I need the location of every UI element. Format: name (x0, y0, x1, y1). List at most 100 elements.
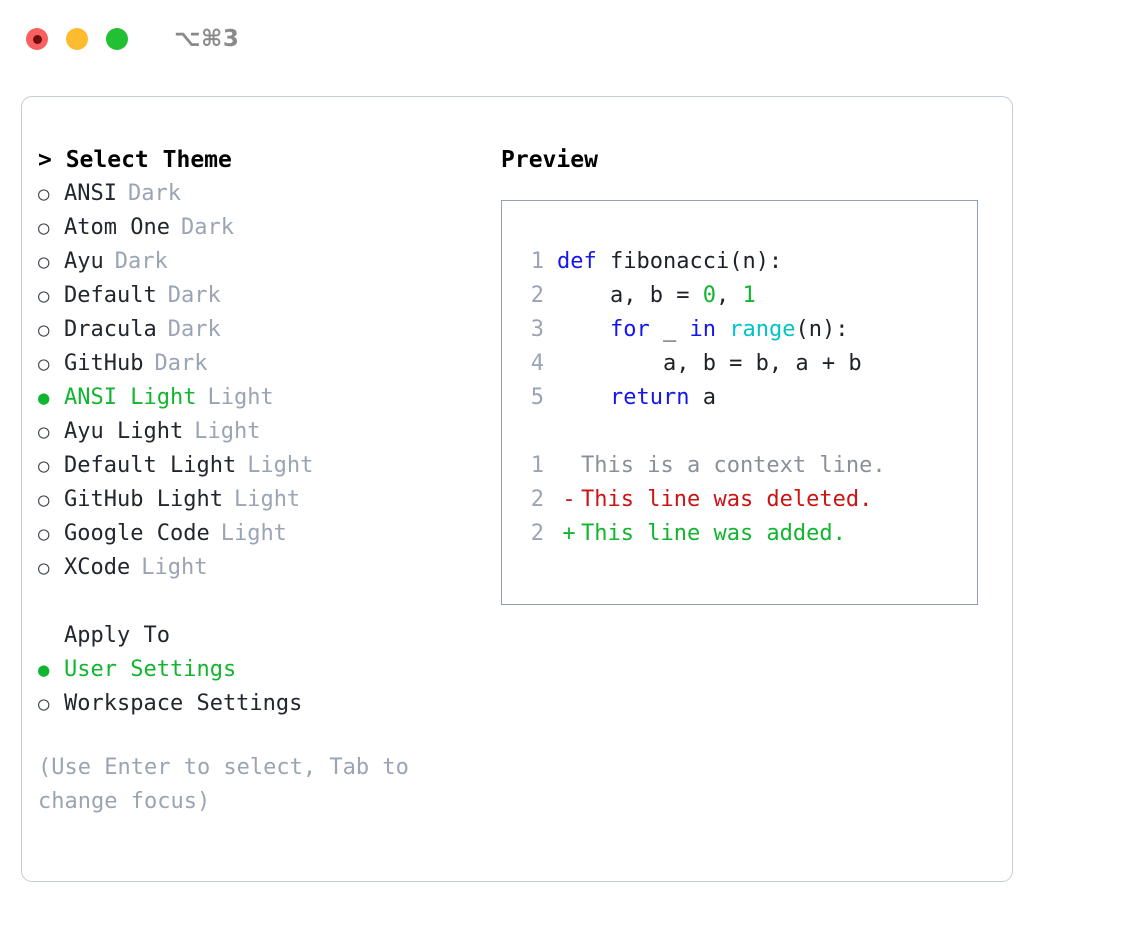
theme-option-tag: Dark (167, 283, 221, 308)
theme-option-ansi[interactable]: ○ ANSI Dark (38, 177, 488, 211)
theme-option-tag: Light (141, 555, 208, 580)
theme-option-xcode[interactable]: ○ XCode Light (38, 551, 488, 585)
radio-unselected-icon: ○ (38, 183, 50, 205)
theme-option-tag: Dark (114, 249, 168, 274)
code-line: 5 return a (516, 381, 977, 415)
maximize-button[interactable] (106, 28, 128, 50)
radio-selected-icon: ● (38, 659, 50, 681)
code-line-content: return a (557, 381, 716, 415)
theme-option-ayu[interactable]: ○ Ayu Dark (38, 245, 488, 279)
theme-option-label: GitHub (64, 351, 144, 376)
diff-marker: + (562, 521, 576, 546)
theme-option-tag: Light (247, 453, 314, 478)
theme-option-tag: Light (194, 419, 261, 444)
window-title: ⌥⌘3 (174, 26, 240, 52)
theme-option-dracula[interactable]: ○ Dracula Dark (38, 313, 488, 347)
radio-selected-icon: ● (38, 387, 50, 409)
close-button[interactable] (26, 28, 48, 50)
diff-line-text: This line was deleted. (581, 487, 873, 512)
theme-option-label: Dracula (64, 317, 157, 342)
theme-option-github-light[interactable]: ○ GitHub Light Light (38, 483, 488, 517)
radio-unselected-icon: ○ (38, 557, 50, 579)
theme-option-label: Ayu Light (64, 419, 184, 444)
theme-option-ayu-light[interactable]: ○ Ayu Light Light (38, 415, 488, 449)
radio-unselected-icon: ○ (38, 251, 50, 273)
diff-line-add: 2 +This line was added. (516, 517, 977, 551)
code-token: return (609, 385, 690, 410)
code-token: in (689, 317, 716, 342)
minimize-button[interactable] (66, 28, 88, 50)
diff-marker: - (562, 487, 576, 512)
code-token: , (715, 283, 743, 308)
code-token: a, b = b, a + b (557, 351, 862, 376)
theme-option-label: Ayu (64, 249, 104, 274)
code-line: 2 a, b = 0, 1 (516, 279, 977, 313)
code-token (557, 317, 610, 342)
diff-line-del: 2-This line was deleted. (516, 483, 977, 517)
list-spacer (38, 585, 488, 619)
code-token (716, 317, 729, 342)
diff-line-number: 1 (530, 453, 544, 478)
theme-option-label: GitHub Light (64, 487, 223, 512)
radio-unselected-icon: ○ (38, 319, 50, 341)
code-line-content: a, b = 0, 1 (557, 279, 756, 313)
window-titlebar: ⌥⌘3 (0, 0, 1140, 78)
code-token: fibonacci(n): (596, 249, 783, 274)
code-token: a, b = (557, 283, 703, 308)
theme-option-tag: Light (233, 487, 301, 512)
diff-line-ctx: 1 This is a context line. (516, 449, 977, 483)
recording-dot-icon (32, 34, 42, 44)
apply-to-option-workspace-settings[interactable]: ○Workspace Settings (38, 687, 488, 721)
code-token: a (689, 385, 716, 410)
radio-unselected-icon: ○ (38, 285, 50, 307)
diff-line-number: 2 (530, 521, 544, 546)
code-token: for (609, 317, 650, 342)
code-line: 4 a, b = b, a + b (516, 347, 977, 381)
apply-to-heading: Apply To (64, 623, 170, 648)
code-line-number: 1 (530, 249, 544, 274)
code-line-number: 4 (530, 351, 544, 376)
radio-unselected-icon: ○ (38, 455, 50, 477)
theme-option-label: ANSI Light (64, 385, 197, 410)
keyboard-hint-text: (Use Enter to select, Tab to change focu… (38, 755, 423, 814)
diff-sample: 1 This is a context line.2-This line was… (516, 449, 977, 551)
apply-to-option-user-settings[interactable]: ●User Settings (38, 653, 488, 687)
theme-option-label: Default (64, 283, 157, 308)
code-line: 3 for _ in range(n): (516, 313, 977, 347)
radio-unselected-icon: ○ (38, 489, 50, 511)
code-token: 1 (742, 283, 756, 308)
radio-unselected-icon: ○ (38, 693, 50, 715)
radio-unselected-icon: ○ (38, 421, 50, 443)
theme-option-tag: Light (220, 521, 287, 546)
radio-unselected-icon: ○ (38, 217, 50, 239)
theme-option-label: XCode (64, 555, 131, 580)
code-line-number: 5 (530, 385, 544, 410)
code-token: (n): (795, 317, 849, 342)
theme-option-tag: Dark (167, 317, 221, 342)
theme-option-tag: Dark (127, 181, 181, 206)
apply-to-list[interactable]: ●User Settings○Workspace Settings (38, 653, 488, 721)
theme-option-tag: Dark (154, 351, 208, 376)
code-line-number: 3 (530, 317, 544, 342)
window-controls (26, 28, 128, 50)
theme-option-default[interactable]: ○ Default Dark (38, 279, 488, 313)
code-token: 0 (702, 283, 716, 308)
code-line-content: a, b = b, a + b (557, 347, 862, 381)
theme-option-label: Google Code (64, 521, 210, 546)
diff-marker (557, 449, 581, 483)
diff-line-text: This line was added. (581, 521, 846, 546)
theme-option-label: Atom One (64, 215, 170, 240)
theme-option-label: ANSI (64, 181, 117, 206)
